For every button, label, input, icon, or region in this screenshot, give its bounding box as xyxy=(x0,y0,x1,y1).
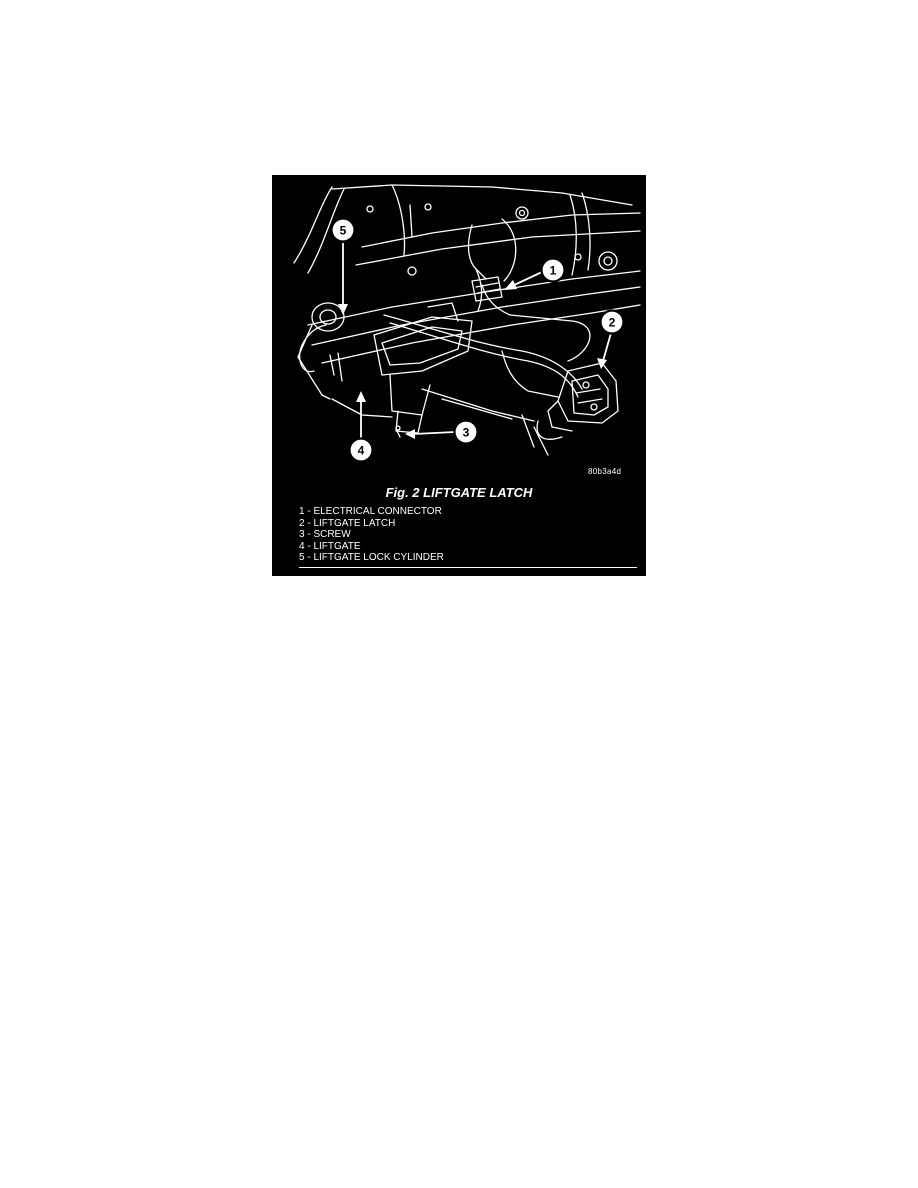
line-art xyxy=(293,184,641,456)
figure-caption: Fig. 2 LIFTGATE LATCH xyxy=(385,485,533,500)
liftgate-latch-illustration: 1 2 3 4 5 xyxy=(293,184,641,463)
callout-marker-2: 2 xyxy=(599,309,625,335)
legend-item-4: 4 - LIFTGATE xyxy=(299,540,361,552)
legend-divider xyxy=(299,567,637,568)
legend-item-5: 5 - LIFTGATE LOCK CYLINDER xyxy=(299,552,444,564)
legend-item-2: 2 - LIFTGATE LATCH xyxy=(299,517,396,529)
callout-marker-1: 1 xyxy=(540,257,566,283)
svg-text:3: 3 xyxy=(463,426,470,440)
svg-text:1: 1 xyxy=(550,264,557,278)
callout-markers: 1 2 3 4 5 xyxy=(330,217,625,463)
figure-panel: 1 2 3 4 5 80b3a4d Fig. 2 LIFTGATE LATCH … xyxy=(272,175,646,576)
svg-text:5: 5 xyxy=(340,224,347,238)
callout-leaders xyxy=(338,243,612,439)
callout-marker-4: 4 xyxy=(348,437,374,463)
svg-text:4: 4 xyxy=(358,444,365,458)
svg-text:2: 2 xyxy=(609,316,616,330)
legend-item-3: 3 - SCREW xyxy=(299,529,351,541)
legend-item-1: 1 - ELECTRICAL CONNECTOR xyxy=(299,506,442,517)
figure-code: 80b3a4d xyxy=(588,467,622,476)
callout-marker-5: 5 xyxy=(330,217,356,243)
callout-legend: 1 - ELECTRICAL CONNECTOR 2 - LIFTGATE LA… xyxy=(299,506,444,564)
callout-marker-3: 3 xyxy=(453,419,479,445)
